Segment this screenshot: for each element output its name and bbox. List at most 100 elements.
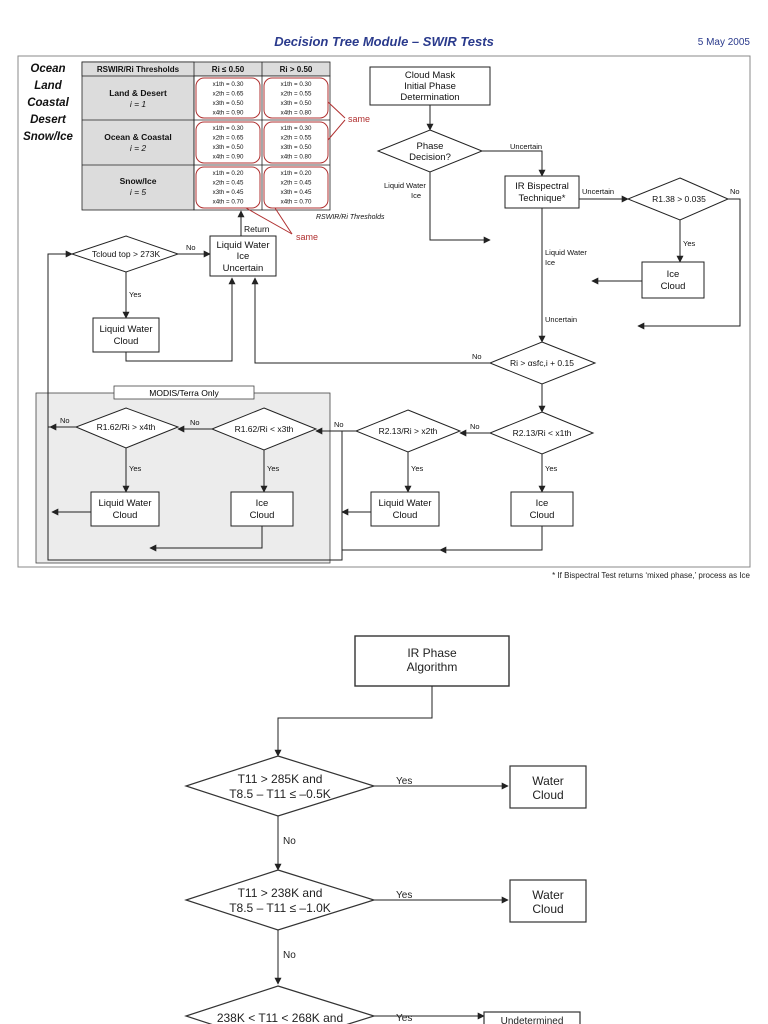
table-cell: x1th = 0.30 — [281, 81, 312, 88]
svg-text:Uncertain: Uncertain — [223, 263, 264, 274]
svg-text:Uncertain: Uncertain — [582, 187, 614, 196]
surface-land: Land — [34, 80, 62, 92]
svg-text:Uncertain: Uncertain — [510, 142, 542, 151]
ir-no-label-2: No — [283, 950, 296, 961]
svg-text:Phase: Phase — [417, 141, 444, 152]
table-cell: x3th = 0.50 — [213, 144, 244, 151]
svg-text:No: No — [472, 352, 482, 361]
table-cell: x3th = 0.50 — [281, 144, 312, 151]
table-cell: x2th = 0.45 — [213, 180, 244, 187]
table-cell: x3th = 0.45 — [213, 189, 244, 196]
table-cell: x1th = 0.20 — [213, 170, 244, 177]
svg-text:Water: Water — [532, 888, 564, 902]
ir-test1-diamond: T11 > 285K and T8.5 – T11 ≤ –0.5K — [184, 755, 377, 817]
svg-text:No: No — [190, 418, 200, 427]
page-date: 5 May 2005 — [697, 37, 750, 48]
water-cloud-box-2: Water Cloud — [509, 879, 587, 923]
water-cloud-box-1: Water Cloud — [509, 765, 587, 809]
svg-text:Water: Water — [532, 774, 564, 788]
svg-text:Ice: Ice — [667, 269, 680, 280]
svg-text:Yes: Yes — [129, 464, 141, 473]
table-cell: x4th = 0.70 — [281, 199, 312, 206]
table-cell: x4th = 0.90 — [213, 110, 244, 117]
table-cell: x1th = 0.30 — [213, 125, 244, 132]
swir-frame — [17, 55, 751, 568]
modis-label-box — [113, 385, 255, 400]
table-cell: x1th = 0.30 — [281, 125, 312, 132]
r213-x1-diamond: R2.13/Ri < x1th — [488, 411, 595, 455]
svg-text:Ri > αsfc,i + 0.15: Ri > αsfc,i + 0.15 — [510, 358, 574, 368]
table-cell: x2th = 0.55 — [281, 135, 312, 142]
swir-edges — [47, 105, 741, 561]
table-row-index: i = 2 — [130, 143, 147, 153]
svg-text:Yes: Yes — [545, 464, 557, 473]
cloud-mask-box: Cloud Mask Initial Phase Determination — [369, 66, 491, 106]
surface-ocean: Ocean — [30, 63, 65, 75]
svg-text:Ice: Ice — [536, 498, 549, 509]
svg-text:Return: Return — [244, 224, 270, 234]
svg-text:Yes: Yes — [129, 290, 141, 299]
ir-bispectral-box: IR Bispectral Technique* — [504, 175, 580, 209]
swir-edge-labels: Uncertain Liquid Water Ice Uncertain No … — [60, 142, 740, 473]
ri-sfc-diamond: Ri > αsfc,i + 0.15 — [488, 341, 597, 385]
svg-text:T11 > 285K and: T11 > 285K and — [238, 772, 323, 786]
svg-text:Yes: Yes — [411, 464, 423, 473]
table-cell: x2th = 0.45 — [281, 180, 312, 187]
table-cell: x4th = 0.70 — [213, 199, 244, 206]
svg-text:R1.38 > 0.035: R1.38 > 0.035 — [652, 194, 706, 204]
svg-text:Tcloud top > 273K: Tcloud top > 273K — [92, 249, 161, 259]
svg-text:Technique*: Technique* — [518, 193, 565, 204]
svg-text:Cloud: Cloud — [393, 510, 418, 521]
ir-test2-diamond: T11 > 238K and T8.5 – T11 ≤ –1.0K — [184, 869, 377, 931]
footnote: * If Bispectral Test returns ‘mixed phas… — [552, 571, 750, 580]
svg-text:Decision?: Decision? — [409, 152, 451, 163]
svg-text:Cloud: Cloud — [114, 336, 139, 347]
svg-text:IR Phase: IR Phase — [407, 646, 457, 660]
page-title: Decision Tree Module – SWIR Tests — [274, 34, 494, 49]
table-cell: x2th = 0.65 — [213, 91, 244, 98]
svg-text:Algorithm: Algorithm — [407, 660, 458, 674]
ir-yes-label-2: Yes — [396, 890, 412, 901]
table-cell: x3th = 0.50 — [281, 100, 312, 107]
table-cell: x3th = 0.45 — [281, 189, 312, 196]
same-label-bottom: same — [296, 232, 318, 242]
table-row-index: i = 1 — [130, 99, 147, 109]
ir-test3-diamond: 238K < T11 < 268K and — [184, 985, 377, 1024]
svg-text:R1.62/Ri > x4th: R1.62/Ri > x4th — [97, 422, 156, 432]
surface-coastal: Coastal — [27, 97, 69, 109]
table-row-name: Snow/Ice — [120, 176, 157, 186]
ir-start-box: IR Phase Algorithm — [354, 635, 510, 687]
table-caption: RSWIR/Ri Thresholds — [316, 214, 385, 221]
liquid-water-cloud-box-modis: Liquid Water Cloud — [90, 491, 160, 527]
table-cell: x2th = 0.55 — [281, 91, 312, 98]
svg-text:T11 > 238K and: T11 > 238K and — [238, 886, 323, 900]
ice-cloud-box: Ice Cloud — [641, 261, 705, 299]
svg-text:Liquid Water: Liquid Water — [384, 181, 426, 190]
ice-cloud-box-modis: Ice Cloud — [230, 491, 294, 527]
ice-cloud-box-right: Ice Cloud — [510, 491, 574, 527]
liquid-water-cloud-box-top: Liquid Water Cloud — [92, 317, 160, 353]
svg-text:Liquid Water: Liquid Water — [545, 248, 587, 257]
liquid-ice-uncertain-box: Liquid Water Ice Uncertain — [209, 235, 277, 277]
table-col-low: Ri ≤ 0.50 — [212, 65, 245, 74]
r138-diamond: R1.38 > 0.035 — [626, 177, 730, 221]
svg-text:Yes: Yes — [683, 239, 695, 248]
ir-no-label-1: No — [283, 836, 296, 847]
table-row-name: Ocean & Coastal — [104, 132, 172, 142]
surface-snow-ice: Snow/Ice — [23, 131, 73, 143]
table-cell: x2th = 0.65 — [213, 135, 244, 142]
svg-text:Cloud: Cloud — [530, 510, 555, 521]
svg-text:No: No — [334, 420, 344, 429]
ir-yes-label-1: Yes — [396, 776, 412, 787]
table-cell: x4th = 0.90 — [213, 154, 244, 161]
svg-text:Initial Phase: Initial Phase — [404, 81, 456, 92]
svg-text:No: No — [470, 422, 480, 431]
table-col-title: RSWIR/Ri Thresholds — [97, 65, 180, 74]
svg-text:Ice: Ice — [545, 258, 555, 267]
ir-edge-start — [274, 686, 433, 757]
svg-text:238K < T11 < 268K and: 238K < T11 < 268K and — [217, 1011, 343, 1024]
svg-text:Ice: Ice — [237, 251, 250, 262]
svg-text:Uncertain: Uncertain — [545, 315, 577, 324]
svg-text:Liquid Water: Liquid Water — [100, 324, 153, 335]
svg-text:Cloud: Cloud — [113, 510, 138, 521]
